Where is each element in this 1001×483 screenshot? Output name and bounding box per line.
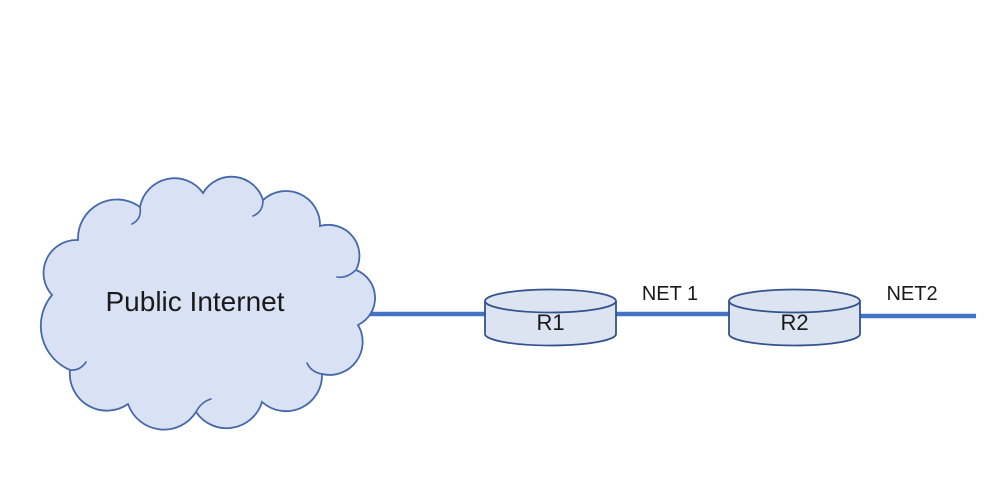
cloud-shape (39, 175, 376, 431)
router-r2-top (728, 288, 861, 314)
internet-cloud-node: Public Internet (39, 175, 376, 431)
router-r1-top (484, 288, 617, 314)
router-r2-label: R2 (780, 310, 808, 335)
net2-label: NET2 (886, 283, 937, 305)
cloud-label: Public Internet (106, 286, 285, 317)
router-r1-body (484, 301, 617, 347)
link-lines (362, 311, 976, 319)
net1-label: NET 1 (642, 283, 698, 305)
router-r1-label: R1 (536, 310, 564, 335)
cloud-inner-arcs (69, 199, 357, 413)
router-r1-node: R1 (484, 288, 617, 347)
router-r2-node: R2 (728, 288, 861, 347)
router-r2-body (728, 301, 861, 347)
